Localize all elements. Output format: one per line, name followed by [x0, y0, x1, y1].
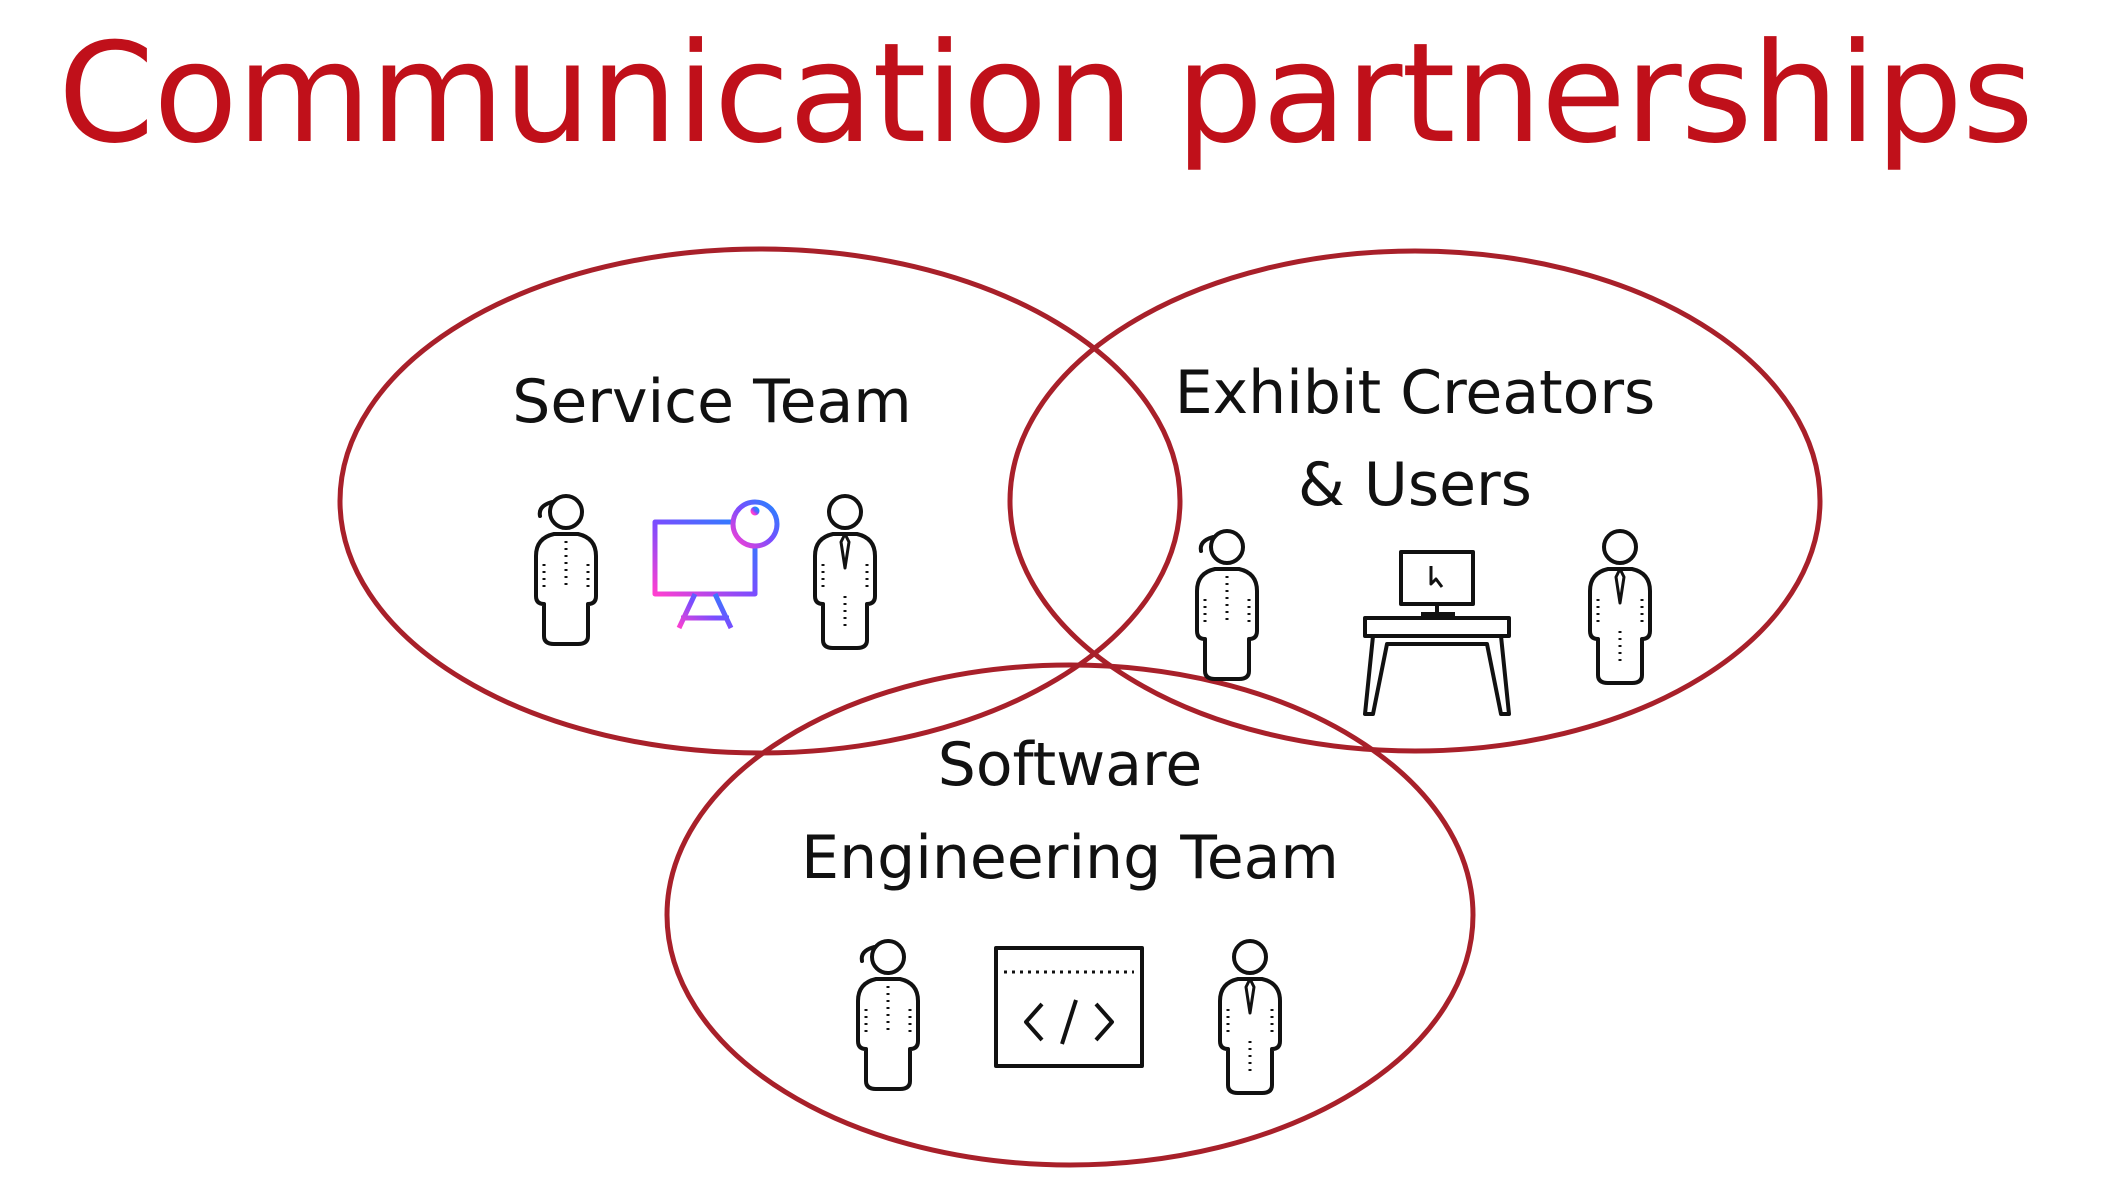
software-label-line1: Software: [938, 730, 1203, 800]
desk-computer-icon: [1363, 550, 1511, 716]
service-team-label: Service Team: [512, 367, 911, 437]
female-person-icon: [856, 939, 920, 1091]
presentation-info-icon: [649, 499, 780, 630]
male-person-icon: [813, 494, 877, 650]
exhibit-creators-label-line2: & Users: [1298, 450, 1532, 520]
female-person-icon: [1195, 529, 1259, 681]
page-title: Communication partnerships: [58, 13, 2034, 174]
software-engineering-ellipse: [664, 662, 1476, 1168]
exhibit-creators-ellipse: [1007, 248, 1823, 754]
female-person-icon: [534, 494, 598, 646]
male-person-icon: [1588, 529, 1652, 685]
exhibit-creators-label-line1: Exhibit Creators: [1175, 358, 1656, 428]
software-label-line2: Engineering Team: [801, 823, 1339, 893]
male-person-icon: [1218, 939, 1282, 1095]
code-window-icon: [994, 946, 1144, 1068]
